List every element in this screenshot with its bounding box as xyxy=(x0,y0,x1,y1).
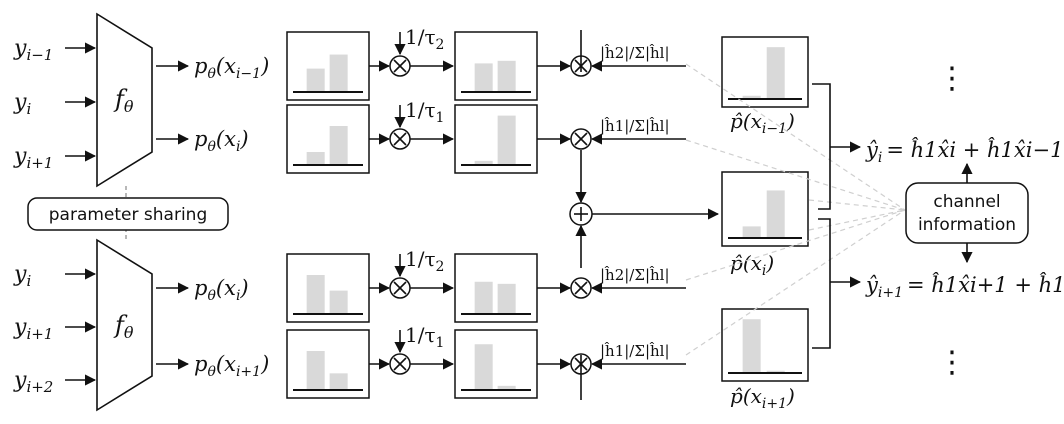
histogram-box xyxy=(286,253,370,323)
channel-info-line1: channel xyxy=(933,192,1000,212)
prior-bar-1 xyxy=(329,126,348,165)
weight-label: |ĥ2|/Σ|ĥl| xyxy=(600,266,670,284)
prior-bar-0 xyxy=(306,275,325,314)
temperature-label: 1/τ2 xyxy=(405,247,444,275)
parameter-sharing-label: parameter sharing xyxy=(49,205,207,225)
prior-bar-0 xyxy=(306,68,325,92)
row-1: pθ(xi) 1/τ1 |ĥ1|/Σ|ĥl| xyxy=(156,98,686,174)
encoder-input-label: yi−1 xyxy=(13,36,53,64)
output-y-i: ŷi= ĥ1x̂i + ĥ1x̂i−1 xyxy=(865,138,1063,166)
posterior-bar-1 xyxy=(766,370,785,373)
posterior-bar-0 xyxy=(742,226,761,238)
histogram-box xyxy=(454,104,538,174)
tempered-bar-0 xyxy=(474,160,493,165)
encoder-input-label: yi xyxy=(13,262,31,290)
output-y-i-plus-1: ŷi+1= ĥ1x̂i+1 + ĥ1x̂i xyxy=(865,273,1064,301)
tempered-bar-0 xyxy=(474,63,493,92)
histogram-box xyxy=(286,329,370,399)
encoder-trapezoid xyxy=(96,12,153,188)
encoder-top: fθ xyxy=(96,12,153,188)
prob-label: pθ(xi+1) xyxy=(194,352,269,380)
ellipsis-bottom: ⋮ xyxy=(937,345,967,380)
prob-label: pθ(xi) xyxy=(194,276,249,304)
tempered-bar-1 xyxy=(497,115,516,165)
histogram-box xyxy=(454,329,538,399)
histogram-box xyxy=(286,31,370,101)
encoder-input-label: yi xyxy=(13,90,31,118)
encoder-label: fθ xyxy=(113,311,134,342)
posterior-0: p̂(xi−1) xyxy=(721,36,809,137)
weight-label: |ĥ1|/Σ|ĥl| xyxy=(600,117,670,135)
encoder-input-label: yi+1 xyxy=(13,315,53,343)
sum-node xyxy=(569,30,720,400)
prior-bar-0 xyxy=(306,152,325,165)
prob-label: pθ(xi) xyxy=(194,127,249,155)
channel-dashes xyxy=(685,63,906,356)
prior-bar-0 xyxy=(306,351,325,390)
encoder-input-label: yi+2 xyxy=(13,368,53,396)
histogram-box xyxy=(286,104,370,174)
histogram-box xyxy=(721,308,809,382)
weight-label: |ĥ1|/Σ|ĥl| xyxy=(600,342,670,360)
posterior-bar-1 xyxy=(766,190,785,238)
histogram-box xyxy=(721,171,809,247)
histogram-box xyxy=(454,31,538,101)
posterior-label: p̂(xi+1) xyxy=(730,384,795,412)
parameter-sharing-box: parameter sharing xyxy=(27,197,229,231)
prob-label: pθ(xi−1) xyxy=(194,54,269,82)
temperature-label: 1/τ2 xyxy=(405,25,444,53)
encoder-bottom: fθ xyxy=(96,238,153,412)
histogram-box xyxy=(454,253,538,323)
channel-information-box: channel information xyxy=(905,162,1029,264)
posterior-2: p̂(xi+1) xyxy=(721,308,809,412)
encoder-label: fθ xyxy=(113,85,134,116)
output-brackets xyxy=(812,83,862,349)
posterior-label: p̂(xi−1) xyxy=(730,109,795,137)
histogram-box xyxy=(721,36,809,108)
temperature-label: 1/τ1 xyxy=(405,98,444,126)
encoder-inputs: yi−1 yi yi+1 yi yi+1 yi+2 xyxy=(13,36,97,396)
row-0: pθ(xi−1) 1/τ2 |ĥ2|/Σ|ĥl| xyxy=(156,25,686,101)
encoder-trapezoid xyxy=(96,238,153,412)
row-3: pθ(xi+1) 1/τ1 |ĥ1|/Σ|ĥl| xyxy=(156,323,686,399)
prior-bar-1 xyxy=(329,54,348,92)
tempered-bar-1 xyxy=(497,385,516,390)
posteriors: p̂(xi−1) p̂(xi) p̂(xi+1) xyxy=(721,36,809,412)
row-2: pθ(xi) 1/τ2 |ĥ2|/Σ|ĥl| xyxy=(156,247,686,323)
weight-label: |ĥ2|/Σ|ĥl| xyxy=(600,44,670,62)
encoder-input-label: yi+1 xyxy=(13,144,53,172)
temperature-label: 1/τ1 xyxy=(405,323,444,351)
ellipsis-top: ⋮ xyxy=(937,61,967,96)
tempered-bar-1 xyxy=(497,283,516,314)
rows: pθ(xi−1) 1/τ2 |ĥ2|/Σ|ĥl| pθ(xi) 1/τ1 |ĥ1|/Σ|ĥ… xyxy=(156,25,686,399)
prior-bar-1 xyxy=(329,373,348,390)
tempered-bar-1 xyxy=(497,60,516,92)
posterior-bar-0 xyxy=(742,319,761,373)
posterior-label: p̂(xi) xyxy=(730,251,774,279)
channel-info-line2: information xyxy=(918,215,1016,235)
prior-bar-1 xyxy=(329,290,348,314)
tempered-bar-0 xyxy=(474,281,493,314)
tempered-bar-0 xyxy=(474,344,493,390)
posterior-bar-1 xyxy=(766,47,785,99)
posterior-1: p̂(xi) xyxy=(721,171,809,279)
posterior-bar-0 xyxy=(742,95,761,99)
